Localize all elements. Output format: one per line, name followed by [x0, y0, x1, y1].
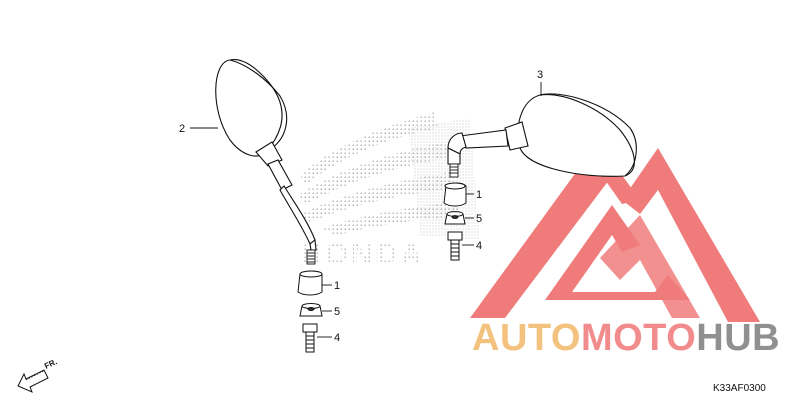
brand-wordmark: AUTOMOTOHUB	[472, 317, 780, 359]
right-nut	[444, 211, 466, 225]
honda-watermark-text: HONDA	[300, 238, 425, 271]
callout-right-nut: 5	[476, 213, 482, 225]
diagram-code: K33AF0300	[713, 383, 766, 394]
callout-left-nut: 5	[334, 306, 340, 318]
front-direction-arrow-icon	[17, 369, 49, 393]
left-boot	[297, 270, 323, 296]
brand-part-moto: MOTO	[581, 317, 696, 359]
leader-lines	[190, 82, 542, 338]
left-bolt	[302, 323, 318, 353]
left-mirror-threaded-end	[306, 249, 316, 265]
right-mirror-threaded-end	[449, 163, 459, 178]
front-direction-label: FR.	[43, 357, 58, 371]
brand-part-auto: AUTO	[472, 317, 581, 359]
brand-part-hub: HUB	[696, 317, 780, 359]
right-bolt	[447, 231, 463, 261]
callout-right-mirror: 3	[537, 69, 543, 81]
callout-right-bolt: 4	[476, 240, 482, 252]
automotohub-logo-triangle	[470, 142, 760, 322]
right-mirror	[447, 93, 637, 177]
left-mirror	[215, 59, 317, 251]
callout-left-boot: 1	[334, 280, 340, 292]
callout-right-boot: 1	[476, 189, 482, 201]
callout-left-bolt: 4	[334, 332, 340, 344]
right-boot	[443, 182, 467, 207]
left-nut	[299, 303, 323, 317]
callout-left-mirror: 2	[179, 123, 185, 135]
